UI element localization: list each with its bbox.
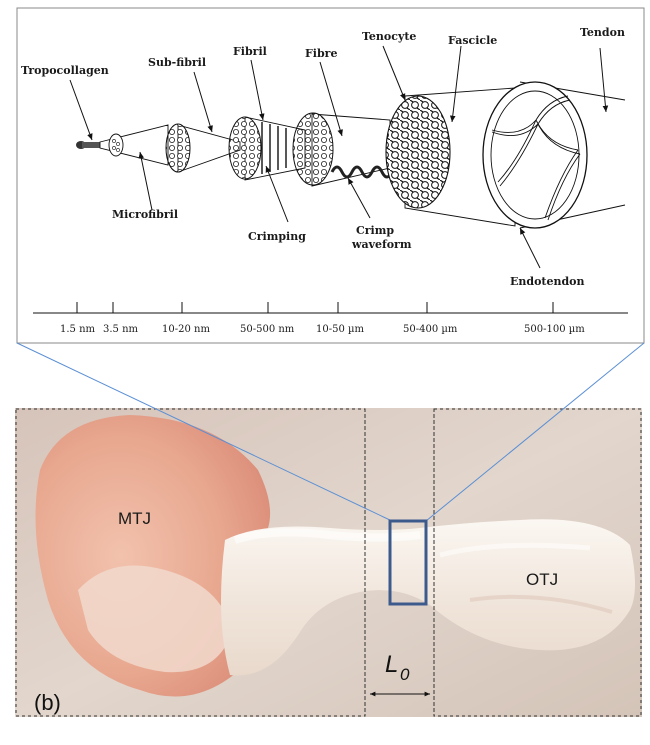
label-crimp: Crimp bbox=[356, 224, 394, 237]
label-microfibril: Microfibril bbox=[112, 208, 178, 221]
label-fibril: Fibril bbox=[233, 45, 267, 58]
scale-label-1: 1.5 nm bbox=[60, 324, 96, 335]
tropocollagen-shape bbox=[76, 141, 101, 149]
panel-label: (b) bbox=[34, 690, 61, 715]
label-crimping: Crimping bbox=[248, 230, 306, 243]
length-symbol: L bbox=[385, 651, 398, 678]
otj-label: OTJ bbox=[526, 570, 558, 589]
label-subfibril: Sub-fibril bbox=[148, 56, 206, 69]
scale-label-3: 10-20 nm bbox=[162, 324, 210, 335]
scale-label-4: 50-500 nm bbox=[240, 324, 295, 335]
length-subscript: 0 bbox=[400, 665, 410, 684]
hierarchy-diagram: Tropocollagen Sub-fibril Fibril Fibre Te… bbox=[17, 8, 644, 343]
label-waveform: waveform bbox=[351, 238, 412, 251]
scale-label-7: 500-100 µm bbox=[524, 324, 585, 335]
scale-label-6: 50-400 µm bbox=[403, 324, 458, 335]
scale-label-2: 3.5 nm bbox=[103, 324, 139, 335]
tendon-photo bbox=[15, 408, 642, 717]
label-tendon: Tendon bbox=[580, 26, 625, 39]
scale-label-5: 10-50 µm bbox=[316, 324, 365, 335]
label-endotendon: Endotendon bbox=[510, 275, 585, 288]
label-tenocyte: Tenocyte bbox=[362, 30, 416, 43]
label-fascicle: Fascicle bbox=[448, 34, 497, 47]
label-fibre: Fibre bbox=[305, 47, 337, 60]
mtj-label: MTJ bbox=[118, 509, 151, 528]
label-tropocollagen: Tropocollagen bbox=[21, 64, 109, 77]
